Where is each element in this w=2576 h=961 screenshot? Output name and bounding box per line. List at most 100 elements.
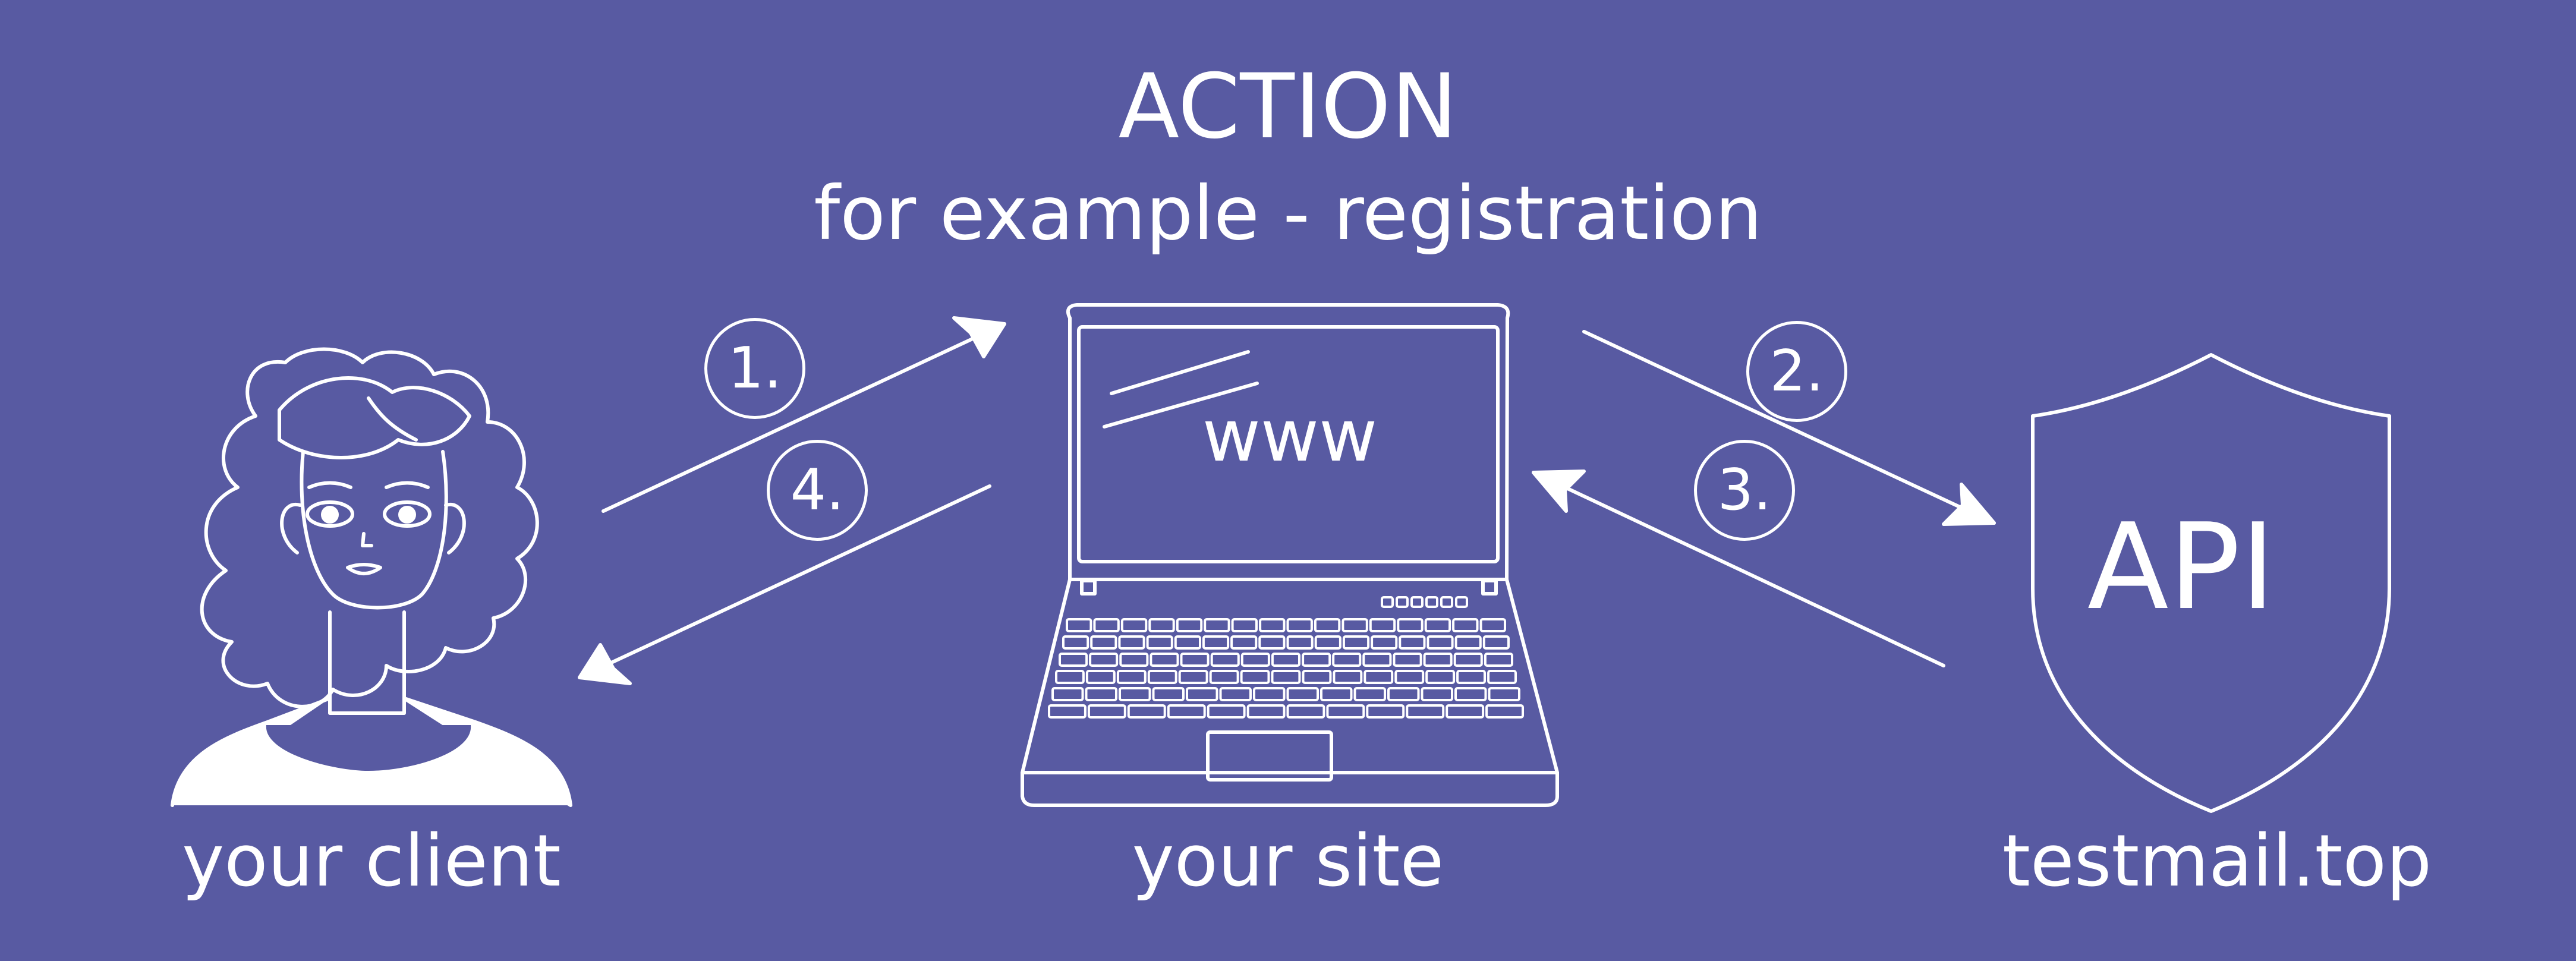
keyboard-key [1062, 635, 1089, 650]
laptop-screen-text: www [1202, 395, 1378, 478]
step-3-badge: 3. [1694, 440, 1795, 541]
keyboard-key [1302, 670, 1332, 684]
keyboard-key [1487, 670, 1517, 684]
arrow-step-4 [578, 484, 991, 685]
keyboard-key [1371, 635, 1398, 650]
keyboard-key [1176, 618, 1203, 632]
keyboard-key [1341, 618, 1368, 632]
keyboard-key [1085, 670, 1116, 684]
keyboard-key [1369, 618, 1396, 632]
keyboard-key [1446, 704, 1485, 719]
keyboard-key [1342, 635, 1370, 650]
keyboard-key [1314, 618, 1341, 632]
keyboard-key [1147, 670, 1177, 684]
keyboard-key [1066, 618, 1092, 632]
keyboard-key [1174, 635, 1202, 650]
keyboard-key [1059, 653, 1088, 667]
keyboard-key [1120, 618, 1148, 632]
keyboard-key [1240, 670, 1270, 684]
keyboard-key [1093, 618, 1120, 632]
keyboard-key [1366, 704, 1405, 719]
keyboard-key [1286, 635, 1314, 650]
keyboard-key [1426, 635, 1454, 650]
step-1-badge: 1. [704, 318, 805, 419]
keyboard-key [1118, 635, 1145, 650]
keyboard-key [1240, 653, 1270, 667]
keyboard-key [1119, 687, 1151, 701]
keyboard-key [1258, 635, 1286, 650]
keyboard-key [1152, 687, 1185, 701]
keyboard-key [1085, 687, 1117, 701]
keyboard-key [1484, 653, 1513, 667]
site-label: your site [1132, 820, 1444, 903]
keyboard-key [1302, 653, 1331, 667]
keyboard-key [1406, 704, 1445, 719]
keyboard-key [1286, 618, 1313, 632]
keyboard-key [1397, 618, 1424, 632]
keyboard-key [1246, 704, 1286, 719]
keyboard-key [1271, 653, 1300, 667]
keyboard-key [1485, 704, 1525, 719]
client-label: your client [182, 820, 561, 903]
keyboard-key [1148, 618, 1175, 632]
keyboard-key [1286, 687, 1319, 701]
keyboard-key [1055, 670, 1085, 684]
keyboard-key [1453, 653, 1483, 667]
keyboard-key [1089, 653, 1119, 667]
keyboard-key [1209, 670, 1239, 684]
keyboard-key [1150, 653, 1179, 667]
keyboard-key [1393, 653, 1422, 667]
keyboard-key [1048, 704, 1087, 719]
keyboard-key [1127, 704, 1166, 719]
keyboard-key [1314, 635, 1341, 650]
keyboard-key [1320, 687, 1353, 701]
keyboard-key [1332, 653, 1362, 667]
keyboard-key [1178, 670, 1208, 684]
keyboard-key [1387, 687, 1420, 701]
keyboard-key [1230, 635, 1258, 650]
keyboard-key [1326, 704, 1365, 719]
keyboard-key [1286, 704, 1325, 719]
keyboard-key [1454, 687, 1487, 701]
keyboard-key [1146, 635, 1173, 650]
keyboard-key [1399, 635, 1426, 650]
keyboard-key [1231, 618, 1258, 632]
keyboard-key [1363, 670, 1394, 684]
keyboard-key [1421, 687, 1453, 701]
keyboard-key [1087, 704, 1126, 719]
keyboard-key [1425, 670, 1456, 684]
keyboard-key [1479, 618, 1507, 632]
step-4-badge: 4. [767, 440, 868, 541]
keyboard-key [1090, 635, 1117, 650]
keyboard-key [1482, 635, 1510, 650]
keyboard-key [1454, 635, 1482, 650]
arrow-step-1 [602, 316, 1006, 513]
keyboard-key [1167, 704, 1206, 719]
keyboard-key [1119, 653, 1149, 667]
keyboard-key [1333, 670, 1363, 684]
diagram-title: ACTION [1118, 55, 1458, 159]
keyboard-key [1362, 653, 1392, 667]
keyboard-key [1219, 687, 1252, 701]
shield-api-text: API [2087, 498, 2276, 637]
api-label: testmail.top [2002, 820, 2432, 903]
keyboard-key [1394, 670, 1425, 684]
keyboard-key [1204, 618, 1230, 632]
keyboard-key [1202, 635, 1230, 650]
keyboard-key [1210, 653, 1240, 667]
arrow-step-3 [1532, 470, 1945, 667]
keyboard-key [1259, 618, 1286, 632]
keyboard-key [1051, 687, 1084, 701]
keyboard-key [1180, 653, 1210, 667]
keyboard-key [1207, 704, 1246, 719]
shield-icon [2031, 353, 2391, 813]
keyboard-key [1456, 670, 1487, 684]
keyboard-key [1253, 687, 1286, 701]
keyboard-key [1424, 618, 1451, 632]
step-2-badge: 2. [1746, 321, 1847, 422]
keyboard-key [1116, 670, 1147, 684]
arrow-step-2 [1582, 330, 1996, 526]
keyboard-key [1423, 653, 1453, 667]
